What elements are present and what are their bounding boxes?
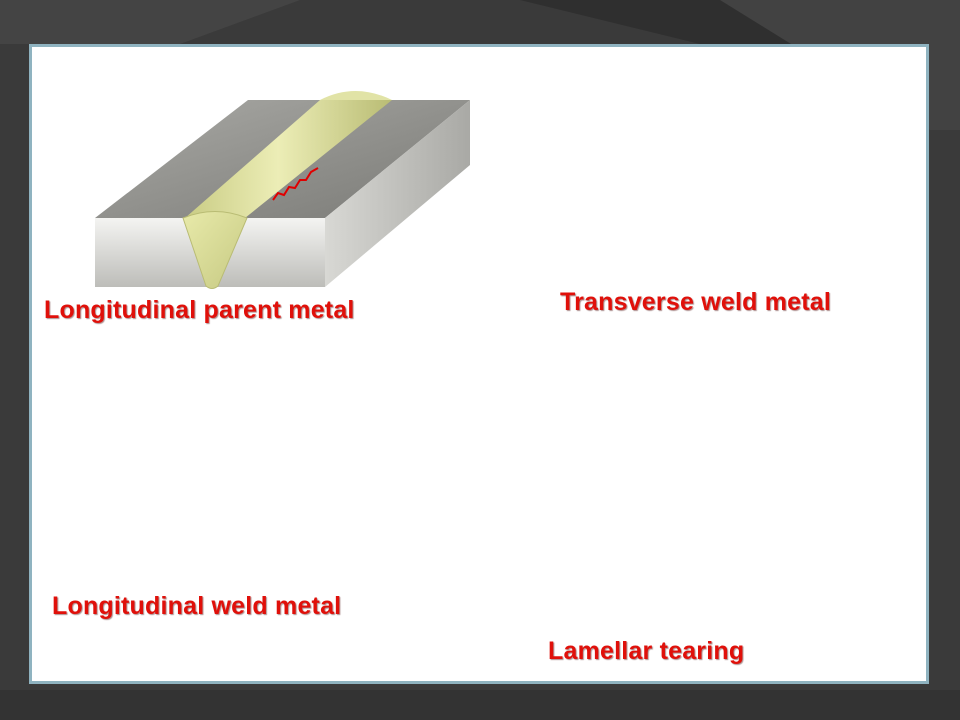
caption-transverse-weld-metal: Transverse weld metal [560, 288, 832, 316]
slide-panel [29, 44, 929, 684]
weld-cross-section [182, 211, 248, 289]
caption-lamellar-tearing: Lamellar tearing [548, 637, 745, 665]
caption-longitudinal-weld-metal: Longitudinal weld metal [52, 592, 342, 620]
weld-bead [185, 100, 392, 218]
plate-side [325, 100, 470, 287]
diagram-longitudinal-parent-metal [95, 91, 470, 289]
crack-mark [272, 167, 319, 201]
weld-bead-crown [320, 91, 392, 100]
caption-longitudinal-parent-metal: Longitudinal parent metal [44, 296, 355, 324]
